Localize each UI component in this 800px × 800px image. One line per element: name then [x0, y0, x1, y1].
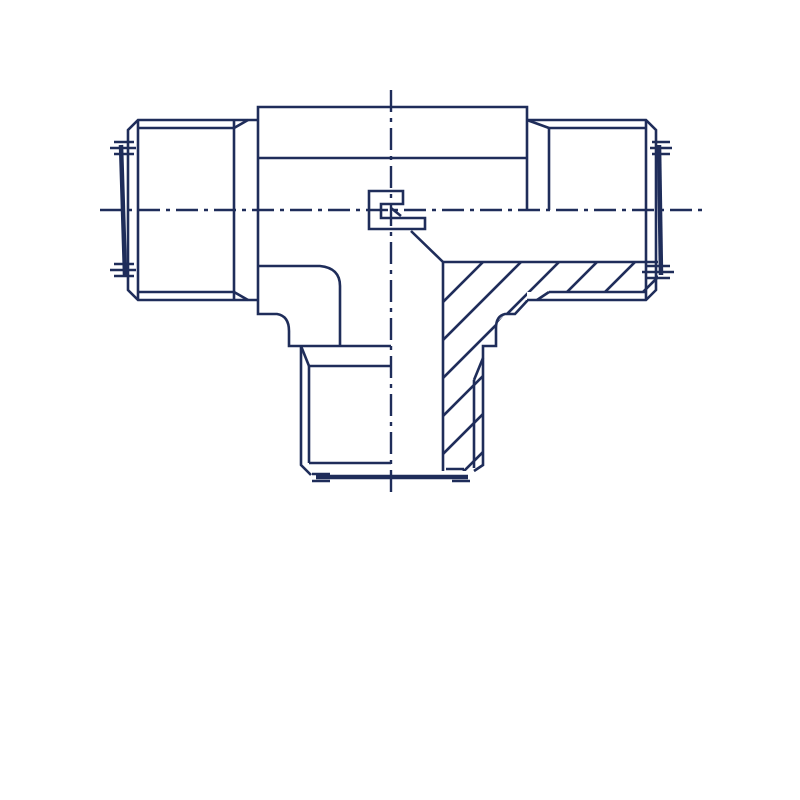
line-group — [100, 90, 702, 496]
right-seal — [656, 144, 664, 276]
tee-body — [256, 105, 529, 471]
right-port — [443, 118, 674, 302]
bottom-port — [299, 345, 470, 483]
brand-logo — [367, 189, 427, 231]
left-seal — [118, 144, 128, 276]
left-port — [110, 118, 258, 302]
